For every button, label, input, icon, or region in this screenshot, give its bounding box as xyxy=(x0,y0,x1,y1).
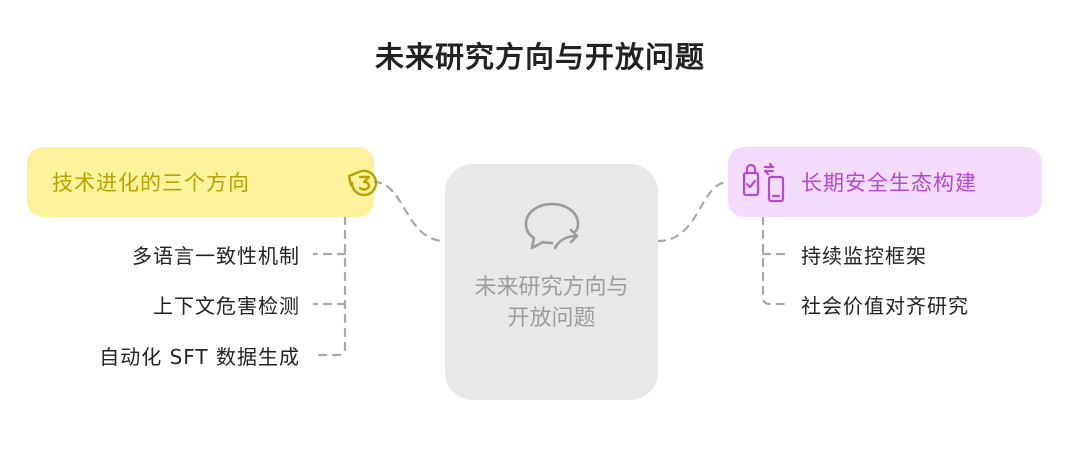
left-branch-node[interactable]: 技术进化的三个方向 xyxy=(27,147,378,217)
right-branch-label: 长期安全生态构建 xyxy=(801,171,977,195)
right-branch-node[interactable]: 长期安全生态构建 xyxy=(728,147,1042,217)
rotate-three-icon xyxy=(347,169,378,197)
center-node[interactable]: 未来研究方向与开放问题 xyxy=(445,164,658,400)
connector-left-trunk xyxy=(312,215,347,357)
chat-reply-icon xyxy=(524,202,580,250)
center-node-label: 未来研究方向与开放问题 xyxy=(474,275,629,331)
connector-right-trunk xyxy=(761,215,792,306)
left-leaf-item[interactable]: 上下文危害检测 xyxy=(153,294,300,318)
right-leaf-item[interactable]: 社会价值对齐研究 xyxy=(801,294,969,318)
secure-devices-icon xyxy=(742,162,785,203)
right-leaf-item[interactable]: 持续监控框架 xyxy=(801,244,927,268)
connector-center-to-right xyxy=(656,180,730,243)
left-leaf-item[interactable]: 多语言一致性机制 xyxy=(132,244,300,268)
connector-left-to-center xyxy=(372,180,447,243)
diagram-title: 未来研究方向与开放问题 xyxy=(374,40,705,74)
left-leaf-item[interactable]: 自动化 SFT 数据生成 xyxy=(99,345,300,369)
left-branch-label: 技术进化的三个方向 xyxy=(52,171,250,195)
